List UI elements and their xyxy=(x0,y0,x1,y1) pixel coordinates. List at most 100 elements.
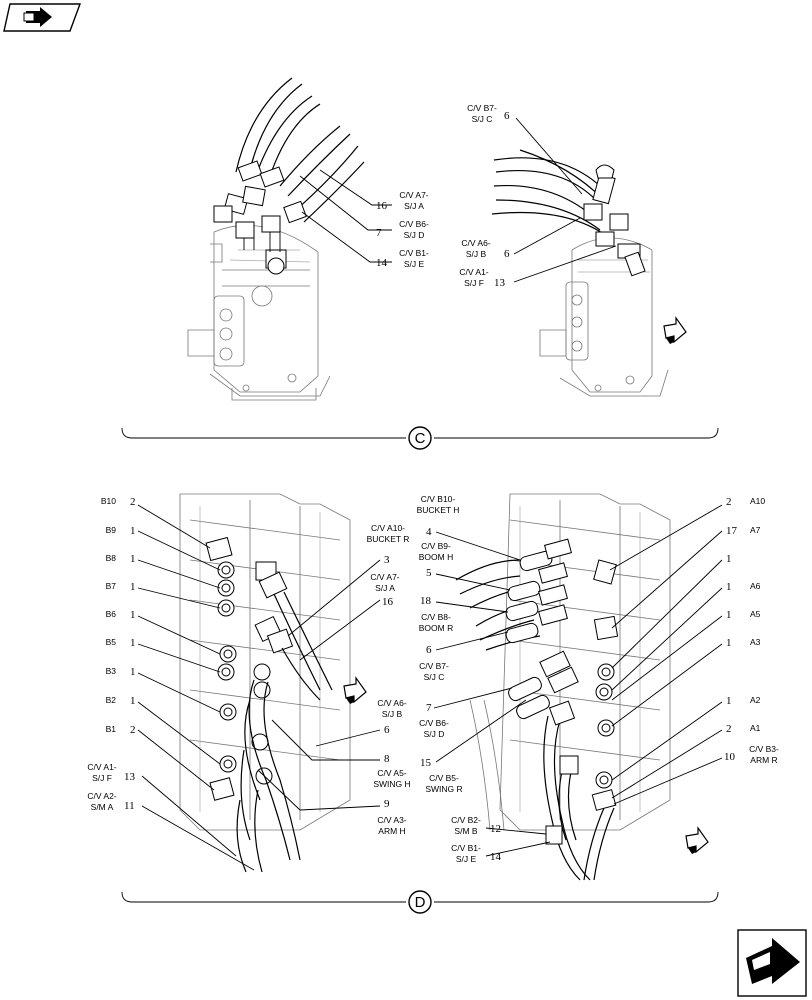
callout-line1: C/V B3- xyxy=(749,744,779,754)
page-forward-icon[interactable] xyxy=(3,3,82,32)
callout-label: A10 xyxy=(750,496,765,506)
control-valve-right-drawing xyxy=(455,493,671,881)
callout-label: B3 xyxy=(106,666,117,676)
callout-line2: S/J C xyxy=(424,672,445,682)
callout-line2: SWING R xyxy=(425,784,462,794)
callout-line2: S/J B xyxy=(466,249,487,259)
callout-number: 8 xyxy=(384,753,390,765)
callout-number: 5 xyxy=(426,567,432,579)
callout-c-2: 16 C/V A7- S/J A xyxy=(376,190,429,212)
callout-line2: S/J E xyxy=(456,854,477,864)
callout-number: 16 xyxy=(376,200,388,212)
swivel-joint-left-drawing xyxy=(187,77,365,401)
callout-label: B6 xyxy=(106,609,117,619)
callout-line1: C/V A7- xyxy=(370,572,399,582)
callout-line2: ARM R xyxy=(750,755,777,765)
direction-arrow-d-icon xyxy=(685,826,709,854)
callout-label: B8 xyxy=(106,553,117,563)
callout-line1: C/V A6- xyxy=(461,238,490,248)
callout-label: A1 xyxy=(750,723,761,733)
callout-line1: C/V A1- xyxy=(87,762,116,772)
callout-line2: ARM H xyxy=(378,826,405,836)
callout-line2: BUCKET R xyxy=(367,534,410,544)
callout-number: 11 xyxy=(124,800,135,812)
callout-c-5: C/V A6- S/J B 6 xyxy=(461,238,510,260)
callout-label: A2 xyxy=(750,695,761,705)
callout-number: 1 xyxy=(726,637,732,649)
callout-line2: S/J C xyxy=(472,114,493,124)
callout-number: 13 xyxy=(124,771,136,783)
callout-line1: C/V B1- xyxy=(399,248,429,258)
callout-number: 1 xyxy=(130,553,136,565)
callout-label: B2 xyxy=(106,695,117,705)
callout-label: A7 xyxy=(750,525,761,535)
callout-line2: S/M A xyxy=(91,802,114,812)
front-direction-arrow-icon xyxy=(663,316,687,344)
callout-number: 7 xyxy=(376,227,382,239)
callout-line2: S/J F xyxy=(464,278,484,288)
callout-line1: C/V B9- xyxy=(421,541,451,551)
callout-label: B10 xyxy=(101,496,116,506)
callout-number: 2 xyxy=(726,723,732,735)
callout-line1: C/V B5- xyxy=(429,773,459,783)
callout-line2: BOOM H xyxy=(419,552,453,562)
callout-line2: S/M B xyxy=(454,826,477,836)
callout-c-4: 14 C/V B1- S/J E xyxy=(376,248,429,269)
callout-line1: C/V A2- xyxy=(87,791,116,801)
callout-number: 6 xyxy=(384,724,390,736)
callout-number: 3 xyxy=(384,554,390,566)
callout-line2: S/J F xyxy=(92,773,112,783)
callout-line1: C/V B6- xyxy=(399,219,429,229)
callout-line1: C/V A5- xyxy=(377,768,406,778)
callout-line1: C/V A1- xyxy=(459,267,488,277)
callout-number: 6 xyxy=(426,644,432,656)
next-page-icon[interactable] xyxy=(737,929,807,997)
callout-line1: C/V B6- xyxy=(419,718,449,728)
callout-number: 15 xyxy=(420,757,432,769)
callout-number: 1 xyxy=(726,553,732,565)
callout-number: 2 xyxy=(726,496,732,508)
callout-line1: C/V A6- xyxy=(377,698,406,708)
section-c-label: C xyxy=(415,430,426,447)
callout-number: 10 xyxy=(724,751,736,763)
callout-line2: SWING H xyxy=(373,779,410,789)
callout-number: 6 xyxy=(504,248,510,260)
callout-label: B7 xyxy=(106,581,117,591)
callout-number: 9 xyxy=(384,798,390,810)
callout-number: 18 xyxy=(420,595,432,607)
callout-number: 1 xyxy=(130,525,136,537)
swivel-joint-right-drawing xyxy=(491,149,669,397)
callout-label: B9 xyxy=(106,525,117,535)
callout-number: 1 xyxy=(130,666,136,678)
right-hose-callouts: C/V B10- BUCKET H 4 C/V B9- BOOM H 5 18 … xyxy=(417,494,502,864)
callout-number: 1 xyxy=(130,581,136,593)
callout-c-3: 7 C/V B6- S/J D xyxy=(376,219,429,240)
left-bottom-callouts: C/V A1- S/J F 13 C/V A2- S/M A 11 xyxy=(87,762,135,812)
callout-line1: C/V B2- xyxy=(451,815,481,825)
callout-line1: C/V A3- xyxy=(377,815,406,825)
section-c-bracket: C xyxy=(121,426,719,450)
callout-number: 12 xyxy=(490,823,501,835)
callout-number: 2 xyxy=(130,724,136,736)
callout-label: B5 xyxy=(106,637,117,647)
callout-number: 17 xyxy=(726,525,738,537)
callout-number: 14 xyxy=(490,851,502,863)
callout-number: 1 xyxy=(726,581,732,593)
callout-number: 14 xyxy=(376,257,388,269)
callout-line1: C/V B7- xyxy=(467,103,497,113)
callout-line2: BOOM R xyxy=(419,623,453,633)
control-valve-left-drawing xyxy=(179,493,351,873)
callout-number: 1 xyxy=(726,609,732,621)
callout-number: 6 xyxy=(504,110,510,122)
callout-line2: S/J A xyxy=(375,583,395,593)
callout-line2: BUCKET H xyxy=(417,505,460,515)
callout-line2: S/J B xyxy=(382,709,403,719)
callout-line1: C/V B7- xyxy=(419,661,449,671)
right-callouts: 2 A10 17 A7 1 1 A6 1 A5 1 A3 1 A2 2 A1 1… xyxy=(724,496,779,765)
callout-line2: S/J A xyxy=(404,201,424,211)
callout-number: 1 xyxy=(130,637,136,649)
callout-label: B1 xyxy=(106,724,117,734)
callout-label: A3 xyxy=(750,637,761,647)
callout-line1: C/V B10- xyxy=(421,494,456,504)
